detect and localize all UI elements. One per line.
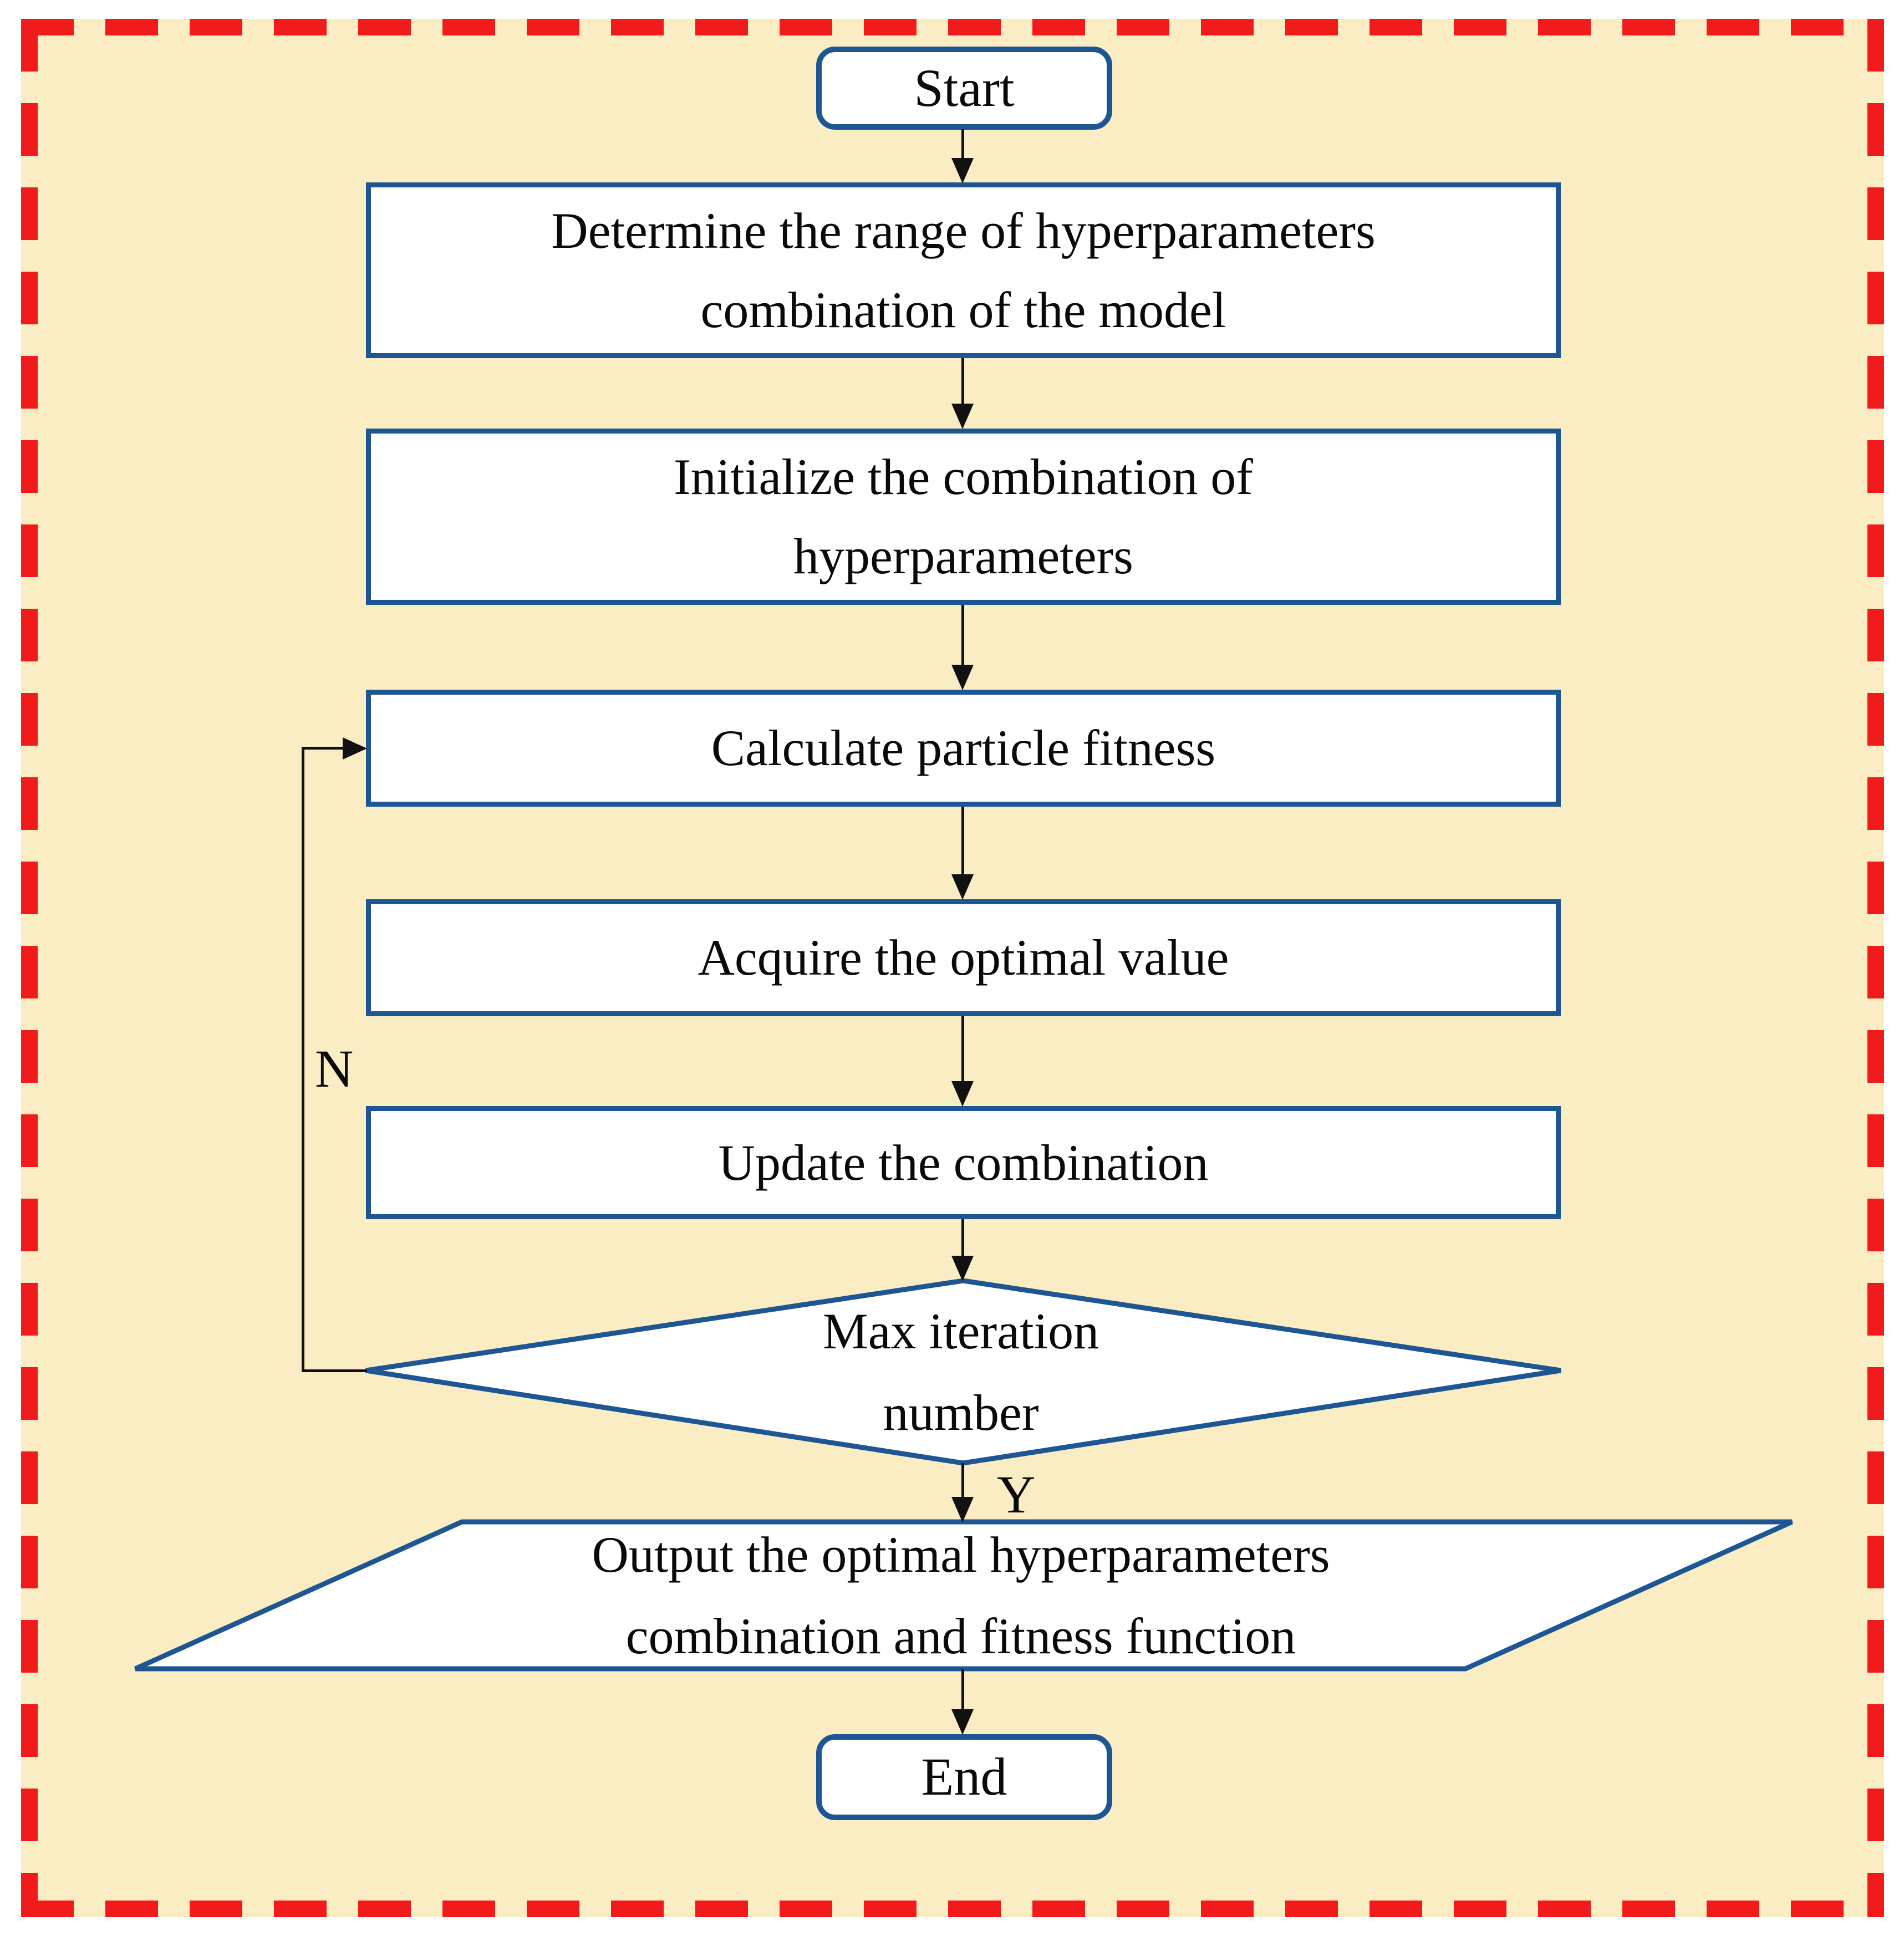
arrow-line [961,358,964,407]
arrowhead-down-icon [951,874,974,900]
initialize-combination-node: Initialize the combination of hyperparam… [366,429,1561,605]
arrowhead-down-icon [951,665,974,690]
arrowhead-down-icon [951,404,974,429]
start-node: Start [816,47,1112,130]
update-combination-node: Update the combination [366,1106,1561,1219]
loop-top-segment [302,747,346,750]
arrowhead-down-icon [951,1256,974,1281]
decision-line2: number [883,1384,1039,1441]
end-label: End [921,1747,1007,1807]
arrow-line [961,129,964,162]
calculate-fitness-label: Calculate particle fitness [711,720,1216,777]
loop-vertical-segment [302,747,304,1372]
calculate-fitness-node: Calculate particle fitness [366,690,1561,807]
loop-bottom-segment [302,1369,367,1372]
arrow-line [961,605,964,667]
arrow-line [961,1016,964,1084]
acquire-optimal-label: Acquire the optimal value [698,929,1229,986]
arrow-line [961,1463,964,1500]
acquire-optimal-node: Acquire the optimal value [366,899,1561,1016]
arrow-line [961,807,964,878]
arrowhead-right-icon [343,737,367,760]
arrow-line [961,1669,964,1712]
arrowhead-down-icon [951,158,974,184]
output-line2: combination and fitness function [625,1608,1296,1664]
determine-range-line1: Determine the range of hyperparameters [551,202,1376,259]
arrowhead-down-icon [951,1497,974,1522]
output-node-label: Output the optimal hyperparameters combi… [406,1526,1515,1664]
arrow-line [961,1219,964,1259]
update-combination-label: Update the combination [718,1134,1209,1191]
initialize-combination-line1: Initialize the combination of [674,449,1253,506]
start-label: Start [914,58,1015,118]
end-node: End [816,1734,1112,1820]
arrowhead-down-icon [951,1709,974,1735]
determine-range-node: Determine the range of hyperparameters c… [366,182,1561,358]
decision-node-label: Max iteration number [656,1292,1266,1453]
initialize-combination-line2: hyperparameters [793,528,1133,584]
output-line1: Output the optimal hyperparameters [592,1526,1330,1583]
branch-label-no: N [315,1039,354,1098]
determine-range-line2: combination of the model [700,281,1226,338]
arrowhead-down-icon [951,1081,974,1107]
branch-label-yes: Y [997,1465,1036,1524]
decision-line1: Max iteration [822,1302,1099,1359]
